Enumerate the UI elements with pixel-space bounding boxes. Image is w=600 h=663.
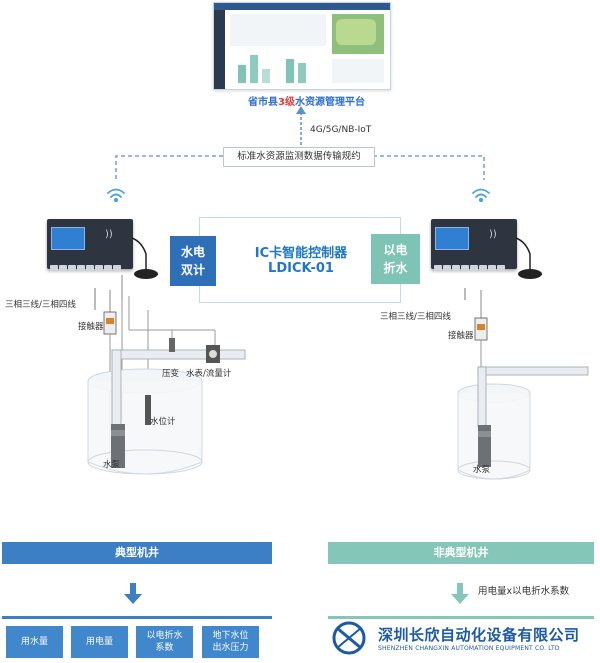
network-label: 4G/5G/NB-IoT <box>310 125 372 135</box>
label-pump-left: 水泵 <box>103 460 121 470</box>
label-level: 水位计 <box>150 417 176 427</box>
typical-divider <box>2 616 272 619</box>
antenna-icon-right <box>515 237 542 279</box>
controller-right: )) <box>431 219 517 271</box>
label-wiring-left: 三相三线/三相四线 <box>5 300 76 310</box>
item-power-usage: 用电量 <box>71 626 128 658</box>
platform-screenshot <box>213 2 391 90</box>
level-gauge <box>145 395 151 425</box>
label-contactor-left: 接触器 <box>78 322 104 332</box>
atypical-well-title: 非典型机井 <box>328 542 594 564</box>
wifi-icon-left <box>107 188 125 203</box>
company-name: 深圳长欣自动化设备有限公司 <box>378 626 580 644</box>
tag-dual-metering: 水电 双计 <box>170 236 216 286</box>
company-logo-icon <box>332 621 366 655</box>
item-conversion-factor: 以电折水 系数 <box>136 626 193 658</box>
item-groundwater-pressure: 地下水位 出水压力 <box>202 626 259 658</box>
down-arrow-icon-right <box>451 583 469 604</box>
company-name-en: SHENZHEN CHANGXIN AUTOMATION EQUIPMENT C… <box>378 645 560 652</box>
down-arrow-icon-left <box>124 583 142 604</box>
antenna-icon-left <box>131 237 158 279</box>
platform-title: 省市县3级水资源管理平台 <box>248 97 365 108</box>
pressure-sensor <box>169 338 175 352</box>
atypical-formula: 用电量x以电折水系数 <box>478 586 570 597</box>
label-wiring-right: 三相三线/三相四线 <box>380 312 451 322</box>
atypical-divider <box>328 616 594 619</box>
device-name: IC卡智能控制器 LDICK-01 <box>254 246 348 276</box>
tag-power-to-water: 以电 折水 <box>371 234 420 284</box>
typical-well-title: 典型机井 <box>2 542 272 564</box>
wifi-icon-right <box>472 188 490 203</box>
label-contactor-right: 接触器 <box>448 331 474 341</box>
item-water-usage: 用水量 <box>6 626 63 658</box>
card-icon: )) <box>105 229 113 240</box>
up-arrow-icon <box>296 106 306 114</box>
label-meter: 水表/流量计 <box>186 369 232 379</box>
label-pump-right: 水泵 <box>473 465 491 475</box>
controller-left: )) <box>47 219 133 271</box>
protocol-box: 标准水资源监测数据传输规约 <box>223 147 375 167</box>
device-box <box>199 217 401 303</box>
label-pressure: 压变 <box>162 369 180 379</box>
